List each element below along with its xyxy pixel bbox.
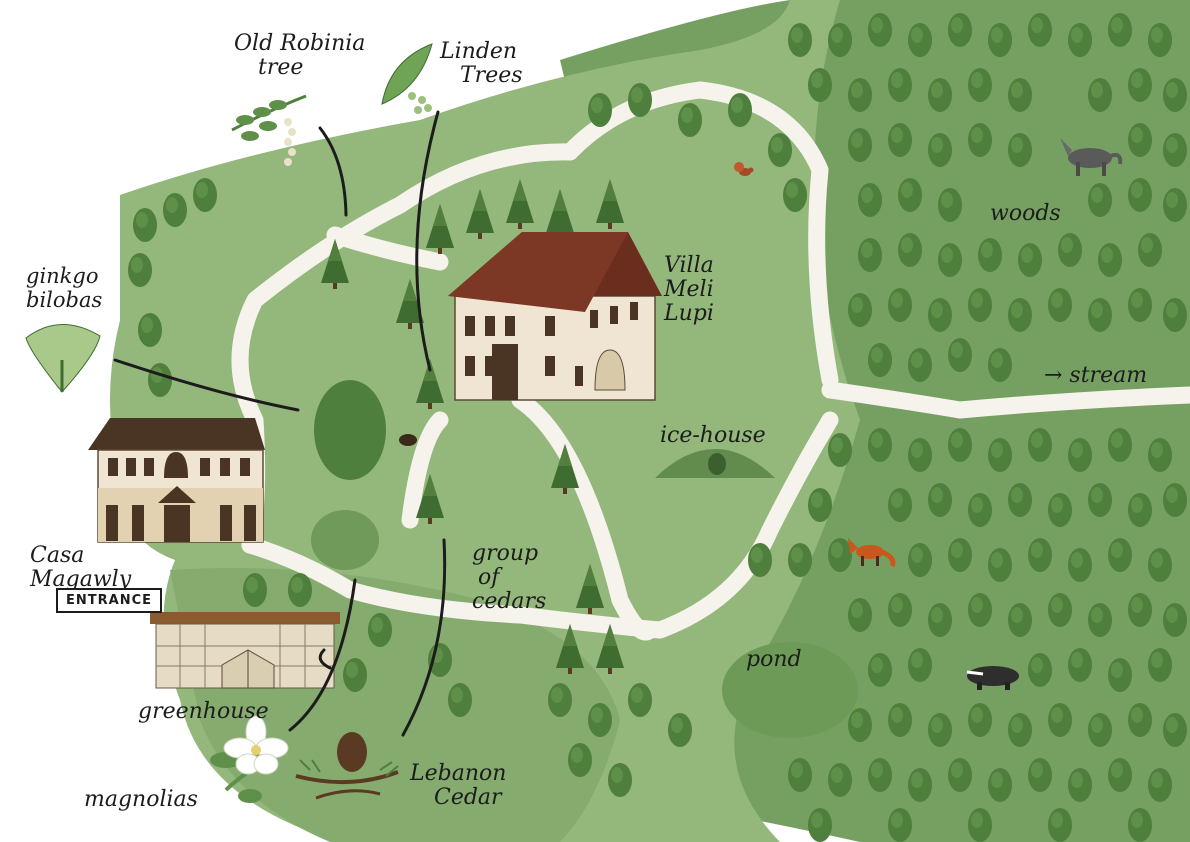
lawn-trees <box>128 178 624 717</box>
label-greenhouse: greenhouse <box>138 699 269 724</box>
magnolia-flower-icon <box>210 715 289 803</box>
leader-linden <box>415 110 440 372</box>
wolf-icon <box>1060 138 1123 176</box>
path-to-house <box>401 411 449 529</box>
label-group-of-cedars: group of cedars <box>472 542 546 614</box>
pond <box>722 642 858 738</box>
label-old-robinia-line1: Old Robinia <box>234 31 366 56</box>
label-old-robinia-line2: tree <box>258 55 304 80</box>
label-cedars-line3: cedars <box>472 589 547 614</box>
path-inner <box>326 226 449 271</box>
label-stream: → stream <box>1044 363 1148 388</box>
leader-lines <box>113 110 447 737</box>
label-linden-line2: Trees <box>460 63 523 88</box>
label-villa-meli-lupi: Villa Meli Lupi <box>664 254 714 326</box>
label-casa-line1: Casa <box>30 543 85 568</box>
label-lebanon-line2: Cedar <box>434 785 502 810</box>
label-casa-magawly: Casa Magawly <box>30 544 131 592</box>
linden-leaf-icon <box>381 43 433 114</box>
label-villa-line3: Lupi <box>664 301 714 326</box>
label-ginkgo-line1: ginkgo <box>26 264 99 288</box>
label-ice-house: ice-house <box>660 423 766 448</box>
label-pond: pond <box>746 647 802 672</box>
squirrel-icon <box>734 162 754 176</box>
path-main <box>241 411 839 639</box>
label-cedars-line1: group <box>472 541 539 566</box>
label-casa-line2: Magawly <box>30 567 132 592</box>
label-lebanon-line1: Lebanon <box>410 761 507 786</box>
fox-icon <box>848 538 896 568</box>
label-lebanon-cedar: Lebanon Cedar <box>410 762 506 810</box>
leader-greenhouse <box>318 648 332 670</box>
linden-grove <box>314 380 386 480</box>
label-old-robinia: Old Robinia tree <box>234 32 365 80</box>
label-cedars-line2: of <box>478 565 500 590</box>
path-stream <box>821 381 1190 419</box>
leader-robinia <box>318 126 348 217</box>
villa-meli-lupi <box>448 232 662 401</box>
robinia-sprig-icon <box>231 94 307 166</box>
leader-ginkgo <box>113 358 300 412</box>
label-magnolias: magnolias <box>84 787 198 812</box>
casa-magawly <box>88 418 265 543</box>
hedgehog-icon <box>399 434 417 446</box>
label-villa-line2: Meli <box>664 277 714 302</box>
leader-magnolias <box>288 578 357 732</box>
label-woods: woods <box>990 201 1061 226</box>
label-villa-line1: Villa <box>664 253 714 278</box>
entrance-sign: ENTRANCE <box>56 588 162 613</box>
lebanon-cedar-cone-icon <box>295 732 399 800</box>
badger-icon <box>966 666 1019 690</box>
label-ginkgo: ginkgo bilobas <box>26 264 102 312</box>
leader-cedars <box>401 538 447 737</box>
greenhouse <box>150 612 340 689</box>
ginkgo-leaf-icon <box>25 324 101 393</box>
label-linden: Linden Trees <box>440 40 523 88</box>
magnolia-bush <box>311 510 379 570</box>
ice-house <box>655 449 775 478</box>
label-ginkgo-line2: bilobas <box>26 288 103 312</box>
label-linden-line1: Linden <box>440 39 518 64</box>
